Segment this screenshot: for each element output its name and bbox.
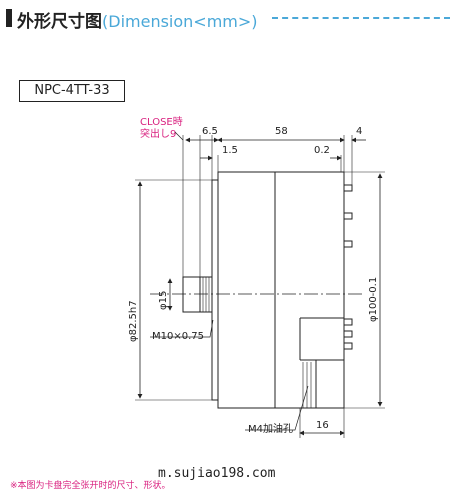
dim-1-5-label: 1.5 [222,145,238,156]
section-title-text: 外形尺寸图 [17,12,102,32]
ports-upper [343,184,353,248]
dim-58-label: 58 [275,126,288,137]
thread-hatch [202,277,210,312]
oil-block-outline [300,317,345,408]
section-header: 外形尺寸图(Dimension<mm>) [0,6,456,32]
header-dashed-rule [272,17,450,19]
thread-label: M10×0.75 [152,331,204,342]
oil-hole-leader [245,385,309,431]
extension-lines [135,135,385,438]
section-title: 外形尺寸图(Dimension<mm>) [17,7,258,32]
flange-outline [211,179,219,401]
close-note-line2: 突出し9 [140,129,177,140]
footnote: ※本图为卡盘完全张开时的尺寸、形状。 [10,481,171,491]
oil-hole-label: M4加油孔 [248,424,293,435]
dim-4-label: 4 [356,126,363,137]
spindle-nose [182,276,213,313]
dim-0-2-label: 0.2 [314,145,330,156]
header-bar-icon [6,9,12,27]
oil-hole-lines [302,362,312,408]
model-number-box: NPC-4TT-33 [19,80,125,102]
close-note-line1: CLOSE時 [140,117,183,128]
close-note: CLOSE時 突出し9 [140,117,183,141]
dim-16-label: 16 [316,420,329,431]
section-subtitle: (Dimension<mm>) [102,12,258,31]
dim-phi82-label: φ82.5h7 [128,300,139,342]
chuck-body-outline [217,171,345,409]
dim-phi15-label: φ15 [158,290,169,310]
dim-phi100-label: φ100-0.1 [368,276,379,322]
dim-6-5-label: 6.5 [202,126,218,137]
watermark-text: m.sujiao198.com [158,466,276,481]
ports-lower [343,318,353,350]
thread-leader [150,319,214,338]
close-note-leader [174,131,184,141]
